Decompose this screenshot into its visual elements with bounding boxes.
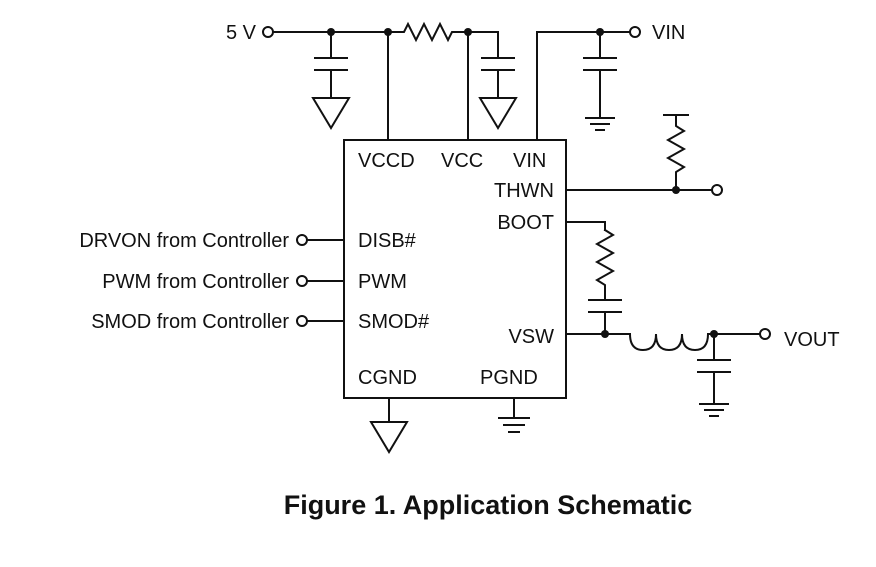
thwn-pullup-resistor — [665, 114, 687, 191]
ground-triangle-icon — [478, 97, 518, 130]
smod-terminal — [296, 315, 308, 327]
pwm-terminal — [296, 275, 308, 287]
pin-vsw-label: VSW — [508, 326, 554, 348]
ic-body — [343, 139, 567, 399]
pin-disb-label: DISB# — [358, 230, 417, 252]
pin-vin-label: VIN — [513, 150, 546, 172]
output-network — [565, 328, 771, 417]
thwn-net — [565, 114, 723, 196]
pin-cgnd-label: CGND — [358, 367, 417, 389]
ground-triangle-icon — [369, 421, 409, 454]
series-resistor — [397, 21, 469, 43]
drvon-terminal — [296, 234, 308, 246]
ground-icon — [699, 403, 729, 417]
pgnd-ground — [498, 397, 530, 433]
ground-icon — [585, 117, 615, 131]
smod-input-label: SMOD from Controller — [91, 311, 289, 333]
pwm-input-label: PWM from Controller — [102, 271, 289, 293]
cgnd-ground — [369, 397, 409, 454]
pin-pgnd-label: PGND — [480, 367, 538, 389]
pin-thwn-label: THWN — [494, 180, 554, 202]
supply-5v-label: 5 V — [226, 22, 257, 44]
output-inductor — [628, 332, 710, 352]
vin-terminal — [629, 26, 641, 38]
supply-5v-rail — [262, 21, 499, 43]
vout-net-label: VOUT — [784, 329, 840, 351]
thwn-terminal — [711, 184, 723, 196]
drvon-input-label: DRVON from Controller — [79, 230, 289, 252]
boot-network — [565, 221, 622, 335]
supply-5v-terminal — [262, 26, 274, 38]
vin-net-label: VIN — [652, 22, 685, 44]
ground-triangle-icon — [311, 97, 351, 130]
vcc-decoupling-capacitor — [478, 31, 518, 130]
pin-vccd-label: VCCD — [358, 150, 415, 172]
pin-smod-label: SMOD# — [358, 311, 430, 333]
vin-net — [536, 26, 641, 141]
pin-pwm-label: PWM — [358, 271, 407, 293]
vccd-decoupling-capacitor — [311, 31, 351, 130]
boot-resistor — [594, 228, 616, 301]
figure-caption: Figure 1. Application Schematic — [284, 490, 693, 520]
vout-terminal — [759, 328, 771, 340]
input-wires — [296, 234, 345, 327]
pin-boot-label: BOOT — [497, 212, 554, 234]
pin-vcc-label: VCC — [441, 150, 483, 172]
